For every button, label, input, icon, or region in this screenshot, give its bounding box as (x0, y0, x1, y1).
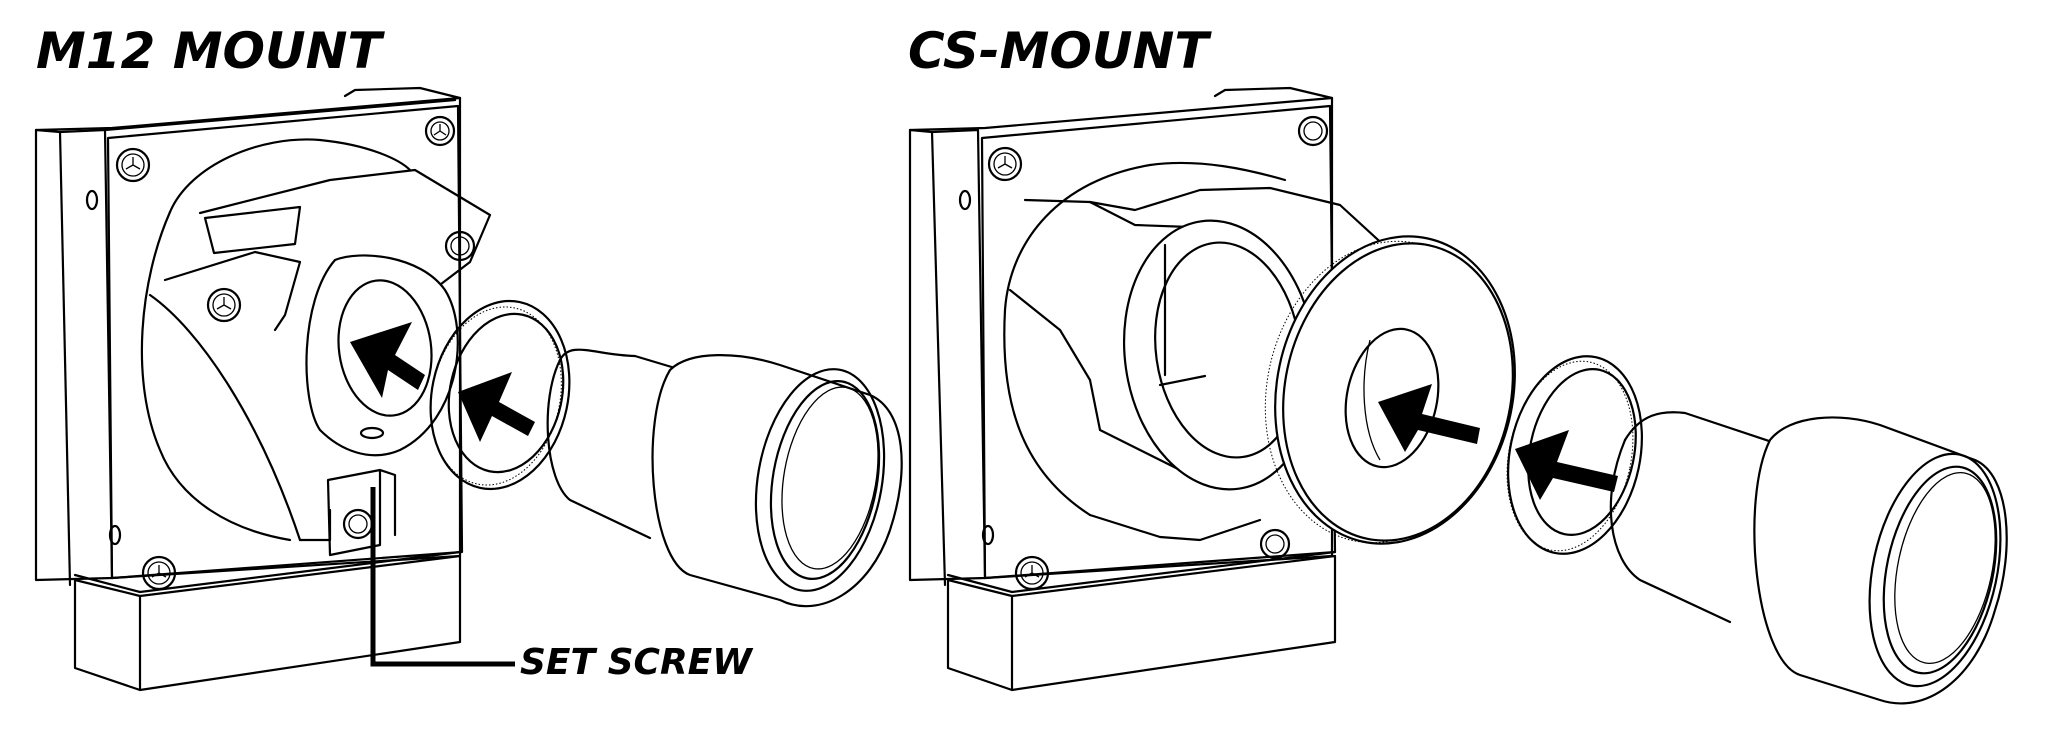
m12-threaded-ring (429, 299, 571, 491)
cs-knurled-adapter-plate (1264, 235, 1516, 545)
screw-icon (141, 555, 177, 591)
screw-icon (987, 146, 1023, 182)
screw-icon (1014, 555, 1050, 591)
insert-arrow-icon (1378, 384, 1480, 452)
m12-lens (546, 348, 903, 608)
insert-arrow-icon (350, 322, 425, 398)
screw-icon (206, 287, 242, 323)
insert-arrow-icon (458, 372, 535, 442)
screw-icon (115, 147, 151, 183)
cs-panel (908, 86, 2008, 705)
screw-icon (1297, 115, 1329, 147)
set-screw-label: SET SCREW (520, 642, 752, 683)
screw-icon (1259, 528, 1291, 560)
set-screw-leader (370, 487, 515, 667)
m12-camera-housing (34, 86, 464, 692)
screw-icon (424, 115, 456, 147)
cs-lens (1609, 411, 2008, 705)
m12-mount-title: M12 MOUNT (36, 22, 382, 80)
m12-screws (115, 115, 476, 591)
screw-icon (444, 230, 476, 262)
cs-threaded-ring (1506, 355, 1643, 555)
m12-panel (34, 86, 903, 692)
cs-mount-title: CS-MOUNT (908, 22, 1209, 80)
insert-arrow-icon (1515, 430, 1618, 500)
